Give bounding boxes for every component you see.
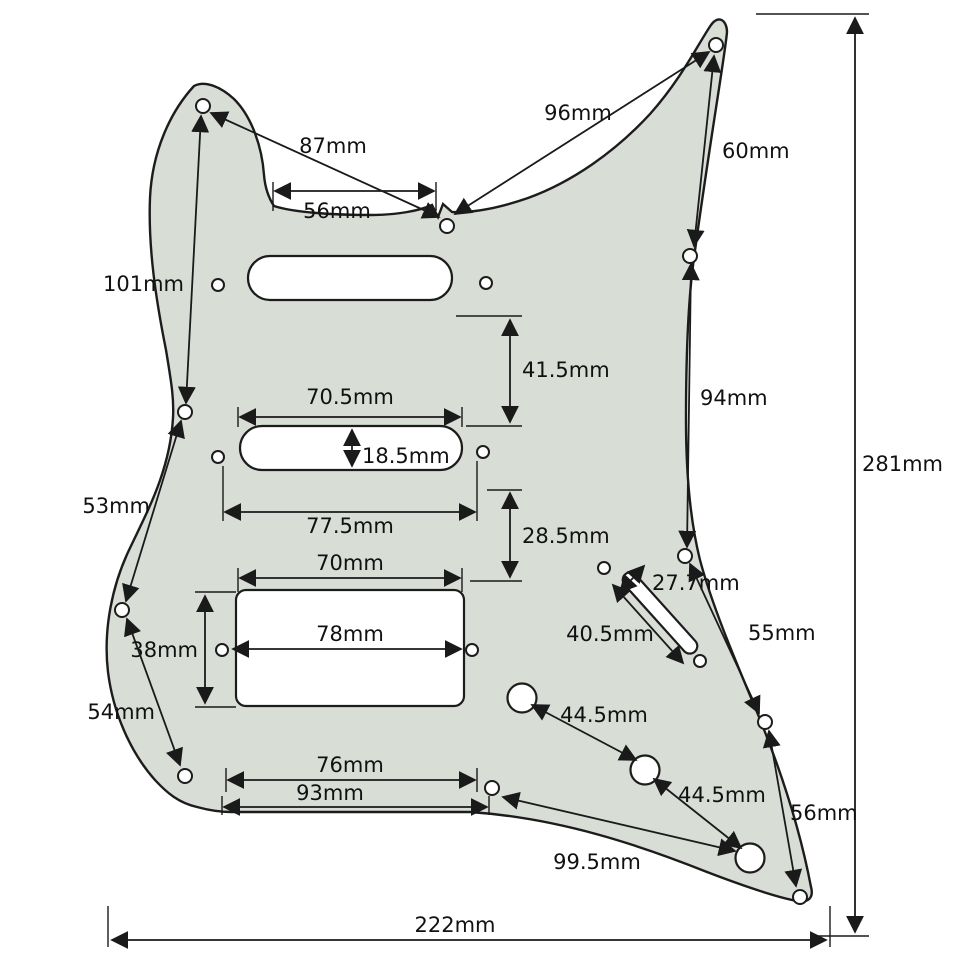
screw-hole <box>177 768 193 784</box>
dimension-label: 53mm <box>82 494 150 518</box>
dimension-label: 101mm <box>103 272 184 296</box>
dimension-54mm: 54mm <box>87 617 183 767</box>
neck-pickup-cutout <box>246 254 454 302</box>
dimension-18-5mm: 18.5mm <box>343 428 450 468</box>
dimension-40-5mm: 40.5mm <box>566 583 685 665</box>
dimension-56mm-neck: 56mm <box>272 182 437 223</box>
dimension-label: 56mm <box>790 801 858 825</box>
switch-screw-hole <box>597 561 611 575</box>
screw-hole <box>484 780 500 796</box>
dimension-60mm: 60mm <box>686 54 790 248</box>
dimension-44-5mm-a: 44.5mm <box>530 703 648 761</box>
dimension-label: 99.5mm <box>553 850 641 874</box>
dimension-41-5mm: 41.5mm <box>456 315 610 427</box>
dimension-label: 40.5mm <box>566 622 654 646</box>
pickup-screw-hole <box>211 278 225 292</box>
dimension-label: 44.5mm <box>678 783 766 807</box>
dimension-56mm-lower: 56mm <box>762 729 858 888</box>
dimension-94mm: 94mm <box>678 262 768 549</box>
dimension-line <box>686 54 722 248</box>
pickup-screw-hole <box>211 450 225 464</box>
dimension-label: 55mm <box>748 621 816 645</box>
dimension-76mm: 76mm <box>225 753 478 792</box>
dimension-77-5mm: 77.5mm <box>222 461 478 538</box>
dimension-line <box>530 704 638 761</box>
dimension-label: 28.5mm <box>522 524 610 548</box>
dimension-label: 70mm <box>316 551 384 575</box>
dimension-label: 56mm <box>303 199 371 223</box>
dimension-label: 60mm <box>722 139 790 163</box>
dimension-222mm: 222mm <box>107 906 831 949</box>
dimension-28-5mm: 28.5mm <box>470 489 610 582</box>
dimension-line <box>678 262 700 549</box>
screw-hole <box>708 37 724 53</box>
dimension-label: 18.5mm <box>362 444 450 468</box>
dimension-label: 87mm <box>299 134 367 158</box>
screw-hole <box>114 602 130 618</box>
dimension-label: 96mm <box>544 101 612 125</box>
dimension-label: 78mm <box>316 622 384 646</box>
dimension-line <box>688 562 761 715</box>
dimension-label: 54mm <box>87 700 155 724</box>
dimension-101mm: 101mm <box>103 114 210 405</box>
dimension-line <box>501 791 737 857</box>
dimension-70-5mm: 70.5mm <box>237 385 463 427</box>
dimension-label: 70.5mm <box>306 385 394 409</box>
dimension-label: 77.5mm <box>306 514 394 538</box>
dimension-line <box>124 617 183 767</box>
dimension-281mm: 281mm <box>756 13 943 937</box>
screw-hole <box>195 98 211 114</box>
screw-hole <box>757 714 773 730</box>
dimension-line <box>762 729 803 888</box>
pickup-screw-hole <box>465 643 479 657</box>
pot-hole <box>629 754 661 786</box>
dimension-line <box>177 114 210 405</box>
dimension-label: 222mm <box>415 913 496 937</box>
screw-hole <box>682 248 698 264</box>
dimension-53mm: 53mm <box>82 419 185 603</box>
dimension-label: 94mm <box>700 386 768 410</box>
pot-hole <box>506 682 538 714</box>
dimension-label: 93mm <box>296 781 364 805</box>
screw-hole <box>177 404 193 420</box>
pickup-screw-hole <box>479 276 493 290</box>
dimension-line <box>611 583 685 665</box>
dimension-93mm: 93mm <box>221 781 490 816</box>
dimension-78mm: 78mm <box>231 622 463 658</box>
dimension-line <box>453 51 711 215</box>
screw-hole <box>792 889 808 905</box>
screw-hole <box>439 218 455 234</box>
humbucker-cutout <box>234 588 466 708</box>
dimension-70mm: 70mm <box>237 551 463 592</box>
pickup-screw-hole <box>476 445 490 459</box>
dimension-55mm: 55mm <box>688 562 816 715</box>
pickup-screw-hole <box>215 643 229 657</box>
screw-hole <box>677 548 693 564</box>
dimension-line <box>122 419 185 603</box>
switch-screw-hole <box>693 654 707 668</box>
dimension-label: 41.5mm <box>522 358 610 382</box>
dimension-label: 44.5mm <box>560 703 648 727</box>
dimension-label: 281mm <box>862 452 943 476</box>
dimension-96mm: 96mm <box>453 51 711 215</box>
dimension-99-5mm: 99.5mm <box>501 791 737 874</box>
dimension-label: 76mm <box>316 753 384 777</box>
